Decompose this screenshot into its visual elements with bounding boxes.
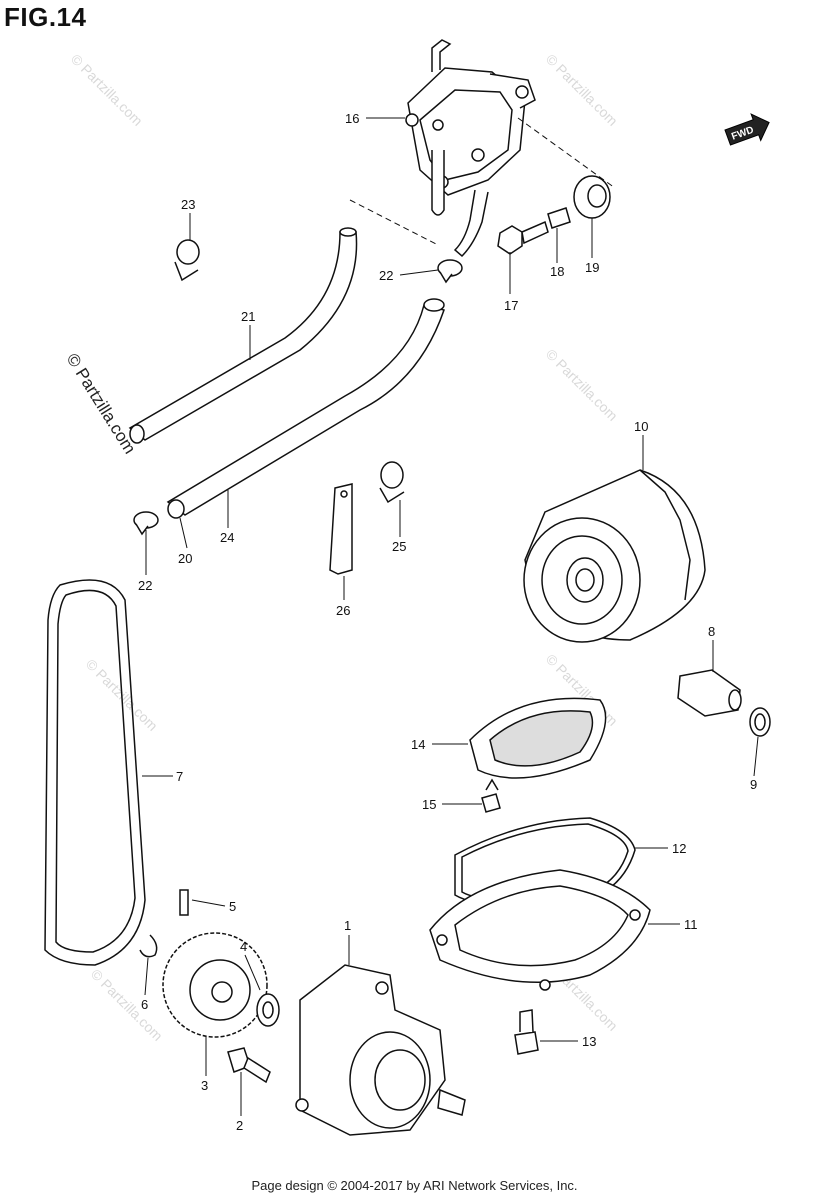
callout-16: 16	[345, 111, 359, 126]
clamp-strap	[329, 483, 353, 575]
strainer-bolt	[481, 778, 501, 813]
fwd-arrow-icon: FWD	[724, 113, 770, 146]
callout-21: 21	[241, 309, 255, 324]
gasket	[749, 707, 771, 737]
oil-pan-bolt	[514, 1009, 539, 1055]
callout-15: 15	[422, 797, 436, 812]
partzilla-watermark: © Partzilla.com	[63, 350, 140, 457]
callout-3: 3	[201, 1078, 208, 1093]
collar	[547, 207, 571, 229]
washer	[256, 993, 280, 1027]
rubber-cushion	[573, 175, 611, 219]
callout-24: 24	[220, 530, 234, 545]
callout-18: 18	[550, 264, 564, 279]
callout-13: 13	[582, 1034, 596, 1049]
pin	[179, 889, 189, 916]
watermark: © Partzilla.com	[68, 51, 146, 129]
callout-25: 25	[392, 539, 406, 554]
pump-bolt-2	[227, 1047, 271, 1084]
callout-22: 22	[379, 268, 393, 283]
callout-26: 26	[336, 603, 350, 618]
callout-5: 5	[229, 899, 236, 914]
oil-pan	[429, 869, 651, 991]
circlip	[139, 934, 158, 958]
fuel-hose-upper	[128, 227, 358, 444]
callout-14: 14	[411, 737, 425, 752]
drive-chain	[44, 579, 146, 966]
callout-9: 9	[750, 777, 757, 792]
callout-1: 1	[344, 918, 351, 933]
pump-bolt	[497, 220, 549, 255]
pump-leader-lines	[349, 117, 616, 246]
watermark: © Partzilla.com	[543, 51, 621, 129]
watermark: © Partzilla.com	[543, 346, 621, 424]
callout-8: 8	[708, 624, 715, 639]
callout-17: 17	[504, 298, 518, 313]
oil-strainer	[469, 697, 607, 779]
callout-20: 20	[178, 551, 192, 566]
callout-7: 7	[176, 769, 183, 784]
watermark: © Partzilla.com	[88, 966, 166, 1044]
callout-labels: 16 23 22 17 18 19 21 10 25 22 20 24 26 8…	[138, 111, 757, 1133]
callout-12: 12	[672, 841, 686, 856]
pump-sprocket	[162, 932, 268, 1038]
parts-diagram: © Partzilla.com © Partzilla.com © Partzi…	[44, 39, 771, 1136]
callout-2: 2	[236, 1118, 243, 1133]
callout-6: 6	[141, 997, 148, 1012]
fuel-pump	[405, 39, 536, 258]
oil-filter	[523, 469, 706, 643]
hose-clamp	[133, 511, 159, 536]
callout-4: 4	[240, 939, 247, 954]
callout-19: 19	[585, 260, 599, 275]
callout-23: 23	[181, 197, 195, 212]
oil-pump	[295, 964, 466, 1136]
hose-clamp	[437, 259, 463, 284]
hose-clip	[379, 461, 405, 504]
callout-11: 11	[684, 917, 698, 932]
footer-copyright: Page design © 2004-2017 by ARI Network S…	[251, 1178, 578, 1193]
figure-title: FIG.14	[4, 2, 87, 32]
callout-22: 22	[138, 578, 152, 593]
leader-lines	[142, 117, 759, 1116]
oil-filter-union	[677, 669, 742, 717]
hose-clip	[174, 239, 200, 282]
callout-10: 10	[634, 419, 648, 434]
fuel-hose-lower	[166, 298, 445, 519]
